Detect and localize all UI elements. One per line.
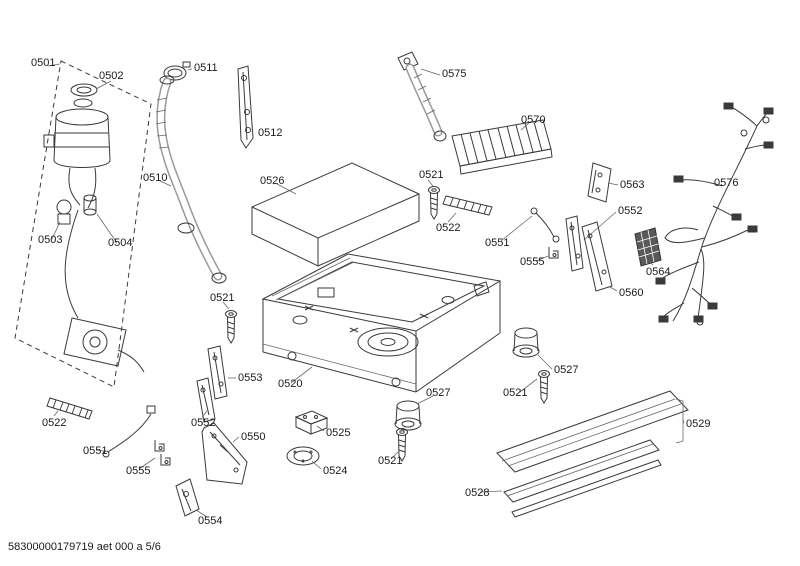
- part-0510-drain-hose: [155, 75, 227, 284]
- part-0529-kick-panel: [496, 390, 689, 473]
- part-label-0521: 0521: [378, 455, 403, 467]
- part-label-0570: 0570: [521, 114, 546, 126]
- part-0553-bracket: [207, 345, 236, 400]
- screw-0521-c: [519, 370, 550, 404]
- part-0550-bracket: [201, 422, 248, 485]
- part-label-0555: 0555: [520, 256, 545, 268]
- part-0551-cable-upper: [500, 207, 560, 243]
- document-number: 58300000179719 aet 000 a 5/6: [8, 541, 161, 553]
- part-0502-cap: [70, 80, 112, 108]
- part-0554-bracket: [175, 478, 208, 518]
- part-label-0521: 0521: [419, 169, 444, 181]
- part-0527-foot-right: [512, 327, 553, 370]
- part-label-0520: 0520: [278, 378, 303, 390]
- part-label-0522: 0522: [42, 417, 67, 429]
- part-label-0511: 0511: [194, 62, 218, 74]
- part-label-0502: 0502: [99, 70, 124, 82]
- part-0528-trim-strips: [479, 439, 662, 518]
- part-label-0552: 0552: [191, 417, 216, 429]
- part-label-0503: 0503: [38, 234, 63, 246]
- part-label-0512: 0512: [258, 127, 283, 139]
- part-label-0524: 0524: [323, 465, 348, 477]
- part-label-0525: 0525: [326, 427, 351, 439]
- part-label-0576: 0576: [714, 177, 739, 189]
- part-0503-valve: [51, 199, 72, 240]
- part-0560-bracket: [581, 221, 618, 292]
- part-label-0553: 0553: [238, 372, 263, 384]
- part-0520-base-assembly: [261, 253, 502, 393]
- part-0555-clip-upper: [535, 246, 559, 262]
- part-label-0521: 0521: [503, 387, 528, 399]
- part-label-0554: 0554: [198, 515, 223, 527]
- part-0563-bracket: [587, 162, 619, 203]
- part-0511-hose-clamp: [163, 61, 193, 81]
- part-0552-bracket-lower: [196, 377, 216, 423]
- part-label-0575: 0575: [442, 68, 467, 80]
- part-0522-spring-upper: [442, 195, 493, 223]
- part-label-0563: 0563: [620, 179, 645, 191]
- part-label-0501: 0501: [31, 57, 56, 69]
- screw-0521-b: [222, 301, 237, 344]
- part-0524-disc: [286, 446, 322, 470]
- part-0551-cable-lower: [95, 405, 156, 458]
- part-0525-box: [294, 410, 329, 435]
- part-0526-cover-panel: [251, 162, 420, 267]
- part-label-0526: 0526: [260, 175, 285, 187]
- part-label-0528: 0528: [465, 487, 490, 499]
- part-0555-clips-lower: [138, 439, 171, 470]
- part-label-0504: 0504: [108, 237, 133, 249]
- part-label-0527: 0527: [554, 364, 579, 376]
- part-label-0550: 0550: [241, 431, 266, 443]
- assembly-0501-dashed-box: [14, 60, 152, 388]
- part-0576-wiring-harness: [655, 102, 774, 326]
- screw-0521-d: [390, 428, 408, 462]
- part-0512-bracket: [237, 65, 254, 149]
- part-label-0560: 0560: [619, 287, 644, 299]
- part-0504-fitting: [83, 194, 118, 244]
- part-0575-inlet-hose: [397, 51, 447, 142]
- part-label-0551: 0551: [485, 237, 510, 249]
- part-label-0522: 0522: [436, 222, 461, 234]
- part-label-0521: 0521: [210, 292, 235, 304]
- part-label-0527: 0527: [426, 387, 451, 399]
- screw-0521-a: [427, 179, 440, 220]
- part-0527-foot-center: [394, 395, 434, 431]
- part-label-0510: 0510: [143, 172, 168, 184]
- part-label-0552: 0552: [618, 205, 643, 217]
- part-0564-terminal-block: [634, 227, 662, 267]
- part-0501-pump-body: [43, 108, 145, 373]
- part-label-0529: 0529: [686, 418, 711, 430]
- part-label-0564: 0564: [646, 266, 671, 278]
- part-0522-spring-lower: [46, 397, 93, 420]
- part-label-0555: 0555: [126, 465, 151, 477]
- part-0570-control-module: [451, 119, 553, 175]
- part-label-0551: 0551: [83, 445, 108, 457]
